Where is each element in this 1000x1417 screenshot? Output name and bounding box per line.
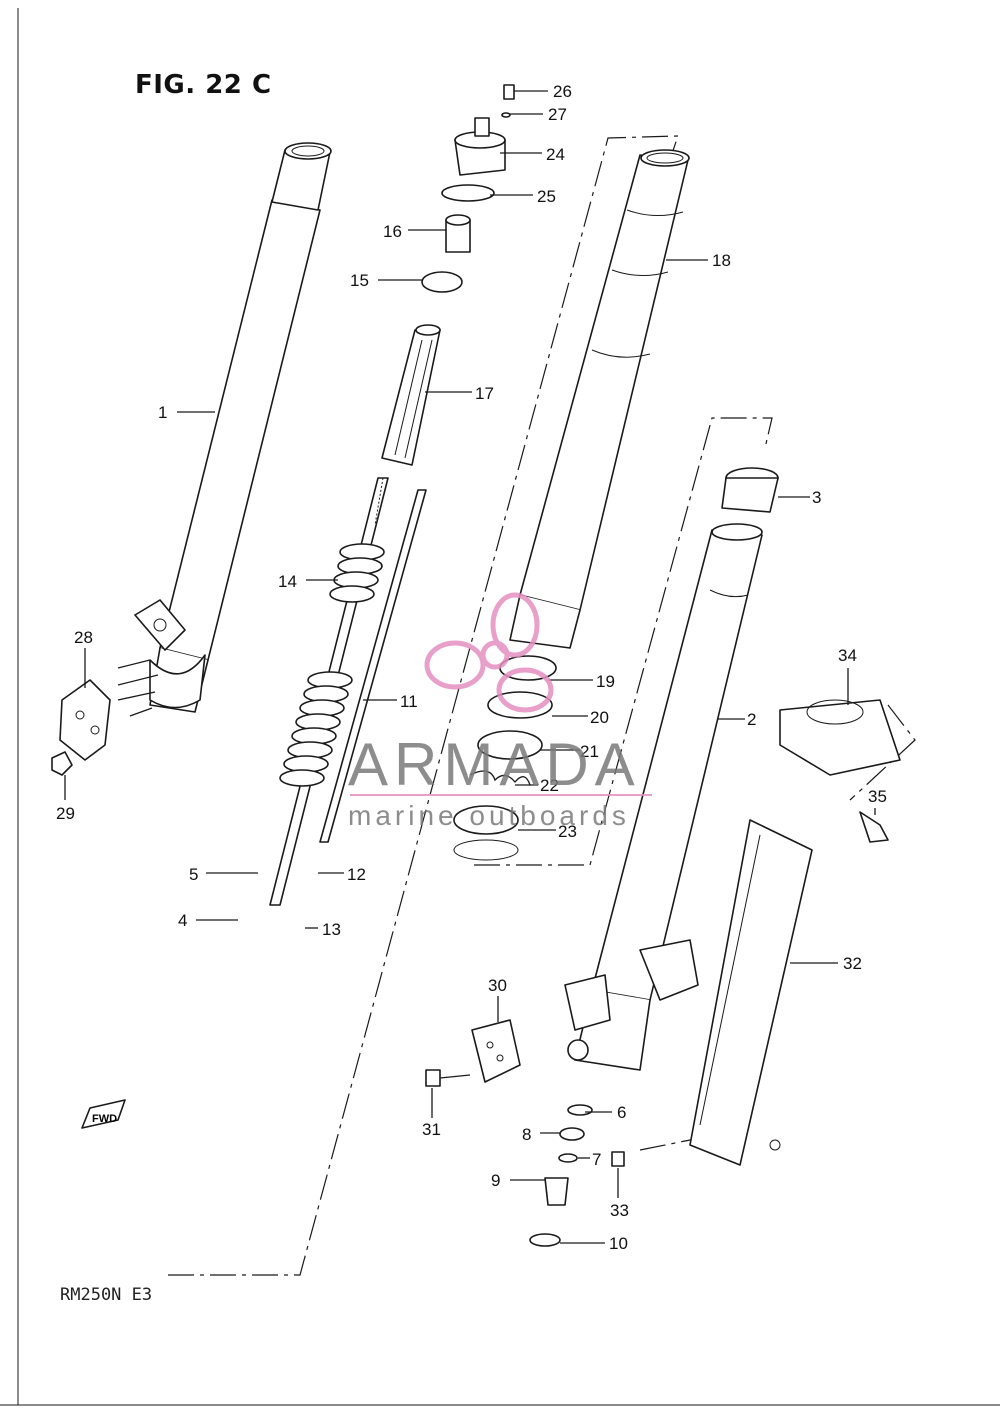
callout-28: 28 <box>74 628 93 647</box>
callout-8: 8 <box>522 1125 531 1144</box>
callout-25: 25 <box>537 187 556 206</box>
callout-24: 24 <box>546 145 565 164</box>
callout-26: 26 <box>553 82 572 101</box>
callout-21: 21 <box>580 742 599 761</box>
part-16 <box>445 214 471 253</box>
callout-22: 22 <box>540 776 559 795</box>
callout-35: 35 <box>868 787 887 806</box>
callout-3: 3 <box>812 488 821 507</box>
part-30-31 <box>425 1019 521 1087</box>
callout-32: 32 <box>843 954 862 973</box>
fwd-arrow-icon: FWD <box>81 1099 126 1129</box>
watermark: ARMADA marine outboards <box>348 592 652 831</box>
part-rod <box>319 489 427 843</box>
watermark-subtitle: marine outboards <box>348 800 630 831</box>
callout-23: 23 <box>558 822 577 841</box>
callout-34: 34 <box>838 646 857 665</box>
watermark-name: ARMADA <box>348 731 641 798</box>
model-code: RM250N E3 <box>60 1285 153 1305</box>
callout-27: 27 <box>548 105 567 124</box>
callout-18: 18 <box>712 251 731 270</box>
part-outer-tube <box>509 149 690 649</box>
part-washers-plug <box>529 1104 625 1247</box>
callout-1: 1 <box>158 403 167 422</box>
callout-9: 9 <box>491 1171 500 1190</box>
callout-33: 33 <box>610 1201 629 1220</box>
group-outline-lower <box>474 417 773 866</box>
callout-5: 5 <box>189 865 198 884</box>
callout-16: 16 <box>383 222 402 241</box>
callout-19: 19 <box>596 672 615 691</box>
part-damper-rod-spring <box>269 477 389 906</box>
callout-17: 17 <box>475 384 494 403</box>
callout-7: 7 <box>592 1150 601 1169</box>
callout-11: 11 <box>400 692 418 711</box>
callout-12: 12 <box>347 865 366 884</box>
group-outline-clamp <box>849 704 916 801</box>
callout-14: 14 <box>278 572 297 591</box>
callout-2: 2 <box>747 710 756 729</box>
svg-text:FWD: FWD <box>92 1113 117 1125</box>
part-fork-guard <box>689 819 813 1166</box>
callout-31: 31 <box>422 1120 441 1139</box>
callout-30: 30 <box>488 976 507 995</box>
group-outline-outer-tube <box>168 135 679 1276</box>
part-inner-tube <box>134 142 332 713</box>
group-outline-bolt <box>639 1137 701 1151</box>
callout-10: 10 <box>609 1234 628 1253</box>
callout-13: 13 <box>322 920 341 939</box>
callout-labels: 1 2 3 4 5 6 7 8 9 10 11 12 13 14 15 16 1… <box>56 82 887 1253</box>
part-fork-clamp <box>779 699 901 843</box>
part-cylinder-17 <box>381 324 441 466</box>
part-axle-holder <box>51 659 159 776</box>
part-15 <box>421 271 463 293</box>
callout-6: 6 <box>617 1103 626 1122</box>
part-cap-bolt <box>441 84 515 202</box>
figure-title: FIG. 22 C <box>135 70 272 100</box>
part-lower-leg <box>564 467 779 1071</box>
callout-4: 4 <box>178 911 187 930</box>
callout-20: 20 <box>590 708 609 727</box>
watermark-logo-icon <box>424 592 554 713</box>
callout-15: 15 <box>350 271 369 290</box>
callout-leaders <box>64 90 876 1244</box>
callout-29: 29 <box>56 804 75 823</box>
